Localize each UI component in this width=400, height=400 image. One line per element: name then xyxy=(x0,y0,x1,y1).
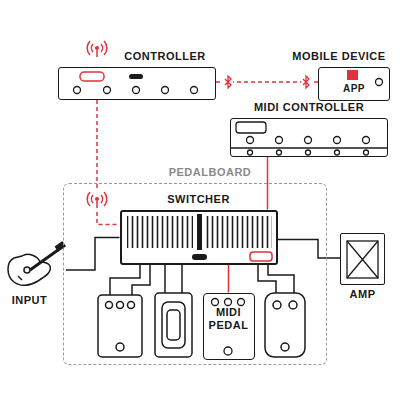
midi-controller-controls xyxy=(364,150,369,155)
mobile-controls xyxy=(376,79,383,86)
pedal-cable xyxy=(164,265,166,293)
controller-controls xyxy=(191,87,198,94)
wireless-icon xyxy=(96,201,98,208)
effect-pedal xyxy=(265,293,305,357)
midi-controller-controls xyxy=(230,147,388,148)
connector xyxy=(228,265,230,293)
connector xyxy=(66,238,120,271)
amp-speaker xyxy=(347,241,378,278)
switcher-box: SWITCHER xyxy=(120,210,278,265)
pedal-cable xyxy=(110,265,294,295)
node-heading: SWITCHER xyxy=(167,193,230,206)
bluetooth-icon xyxy=(223,74,233,90)
effect-pedal xyxy=(289,301,297,309)
switcher-grille xyxy=(206,216,272,248)
pedalboard-region: PEDALBOARDSWITCHERMIDI PEDAL xyxy=(63,183,327,365)
pedal-cable xyxy=(268,265,294,293)
node-text: APP xyxy=(321,83,387,95)
wireless-icon xyxy=(87,189,107,209)
midi-pedal-controls xyxy=(212,299,219,306)
controller-controls xyxy=(74,72,198,94)
midi-pedal-controls xyxy=(225,299,232,306)
bluetooth-icon xyxy=(301,74,311,90)
controller-box: CONTROLLER xyxy=(58,67,216,100)
midi-controller-box: MIDI CONTROLLER xyxy=(230,118,388,157)
amp-speaker xyxy=(347,241,378,278)
effect-pedal xyxy=(265,293,305,357)
midi-controller-controls xyxy=(334,137,341,144)
midi-pedal-box: MIDI PEDAL xyxy=(203,293,255,360)
node-text: MIDI PEDAL xyxy=(206,306,252,334)
amp-box: AMP xyxy=(340,233,385,285)
switcher-grille xyxy=(192,254,207,260)
midi-controller-controls xyxy=(335,150,340,155)
wah-pedal xyxy=(155,293,192,357)
guitar-icon xyxy=(30,250,58,270)
wireless-icon xyxy=(87,38,107,58)
controller-controls xyxy=(74,87,81,94)
switcher-grille xyxy=(127,214,272,261)
effect-pedal xyxy=(117,302,124,309)
midi-controller-controls xyxy=(236,122,266,133)
input-guitar: INPUT xyxy=(5,240,66,290)
midi-controller-controls xyxy=(306,150,311,155)
switcher-grille xyxy=(127,216,193,248)
connector xyxy=(278,240,341,259)
midi-pedal-controls xyxy=(238,299,245,306)
midi-pedal-controls xyxy=(224,347,232,355)
pedal-cable xyxy=(132,265,150,295)
effect-pedal xyxy=(106,302,113,309)
controller-controls xyxy=(162,87,169,94)
switcher-grille xyxy=(197,214,202,250)
pedal-cable xyxy=(181,265,183,293)
switcher-grille xyxy=(250,252,272,261)
mobile-device-box: MOBILE DEVICEAPP xyxy=(318,67,390,101)
midi-controller-controls xyxy=(305,137,312,144)
bluetooth-icon xyxy=(301,74,311,90)
mobile-controls xyxy=(347,70,358,80)
effect-pedal xyxy=(116,343,124,351)
effect-pedal xyxy=(281,343,289,351)
node-heading: MIDI CONTROLLER xyxy=(254,101,364,114)
bluetooth-icon xyxy=(223,74,233,90)
guitar-icon xyxy=(24,267,30,273)
controller-controls xyxy=(129,74,143,79)
effect-pedal xyxy=(273,301,281,309)
node-heading: MOBILE DEVICE xyxy=(292,50,385,63)
wah-pedal xyxy=(155,293,192,357)
wah-pedal xyxy=(162,302,185,348)
effect-pedal xyxy=(98,295,142,357)
wireless-icon xyxy=(87,38,107,58)
guitar-icon xyxy=(18,276,22,280)
effect-pedal xyxy=(98,295,142,357)
node-heading: PEDALBOARD xyxy=(169,166,252,179)
controller-controls xyxy=(80,72,104,81)
wireless-icon xyxy=(95,197,99,201)
wah-pedal xyxy=(167,310,180,340)
wireless-icon xyxy=(87,189,107,209)
amp-speaker xyxy=(347,241,378,278)
controller-controls xyxy=(104,87,111,94)
guitar-icon xyxy=(8,242,65,285)
bluetooth-icon xyxy=(303,76,309,88)
midi-controller-controls xyxy=(277,150,282,155)
amp-speaker xyxy=(347,241,378,278)
node-heading: INPUT xyxy=(12,294,48,307)
midi-controller-controls xyxy=(276,137,283,144)
controller-controls xyxy=(133,87,140,94)
midi-controller-controls xyxy=(230,122,388,155)
node-heading: CONTROLLER xyxy=(124,50,205,63)
wireless-icon xyxy=(95,46,99,50)
pedal-cable xyxy=(110,265,140,295)
midi-controller-controls xyxy=(363,137,370,144)
node-heading: AMP xyxy=(350,288,376,301)
effect-pedal xyxy=(128,302,135,309)
wireless-icon xyxy=(96,50,98,57)
midi-controller-controls xyxy=(248,150,253,155)
midi-controller-controls xyxy=(247,137,254,144)
bluetooth-icon xyxy=(225,76,231,88)
pedal-cable xyxy=(258,265,276,293)
